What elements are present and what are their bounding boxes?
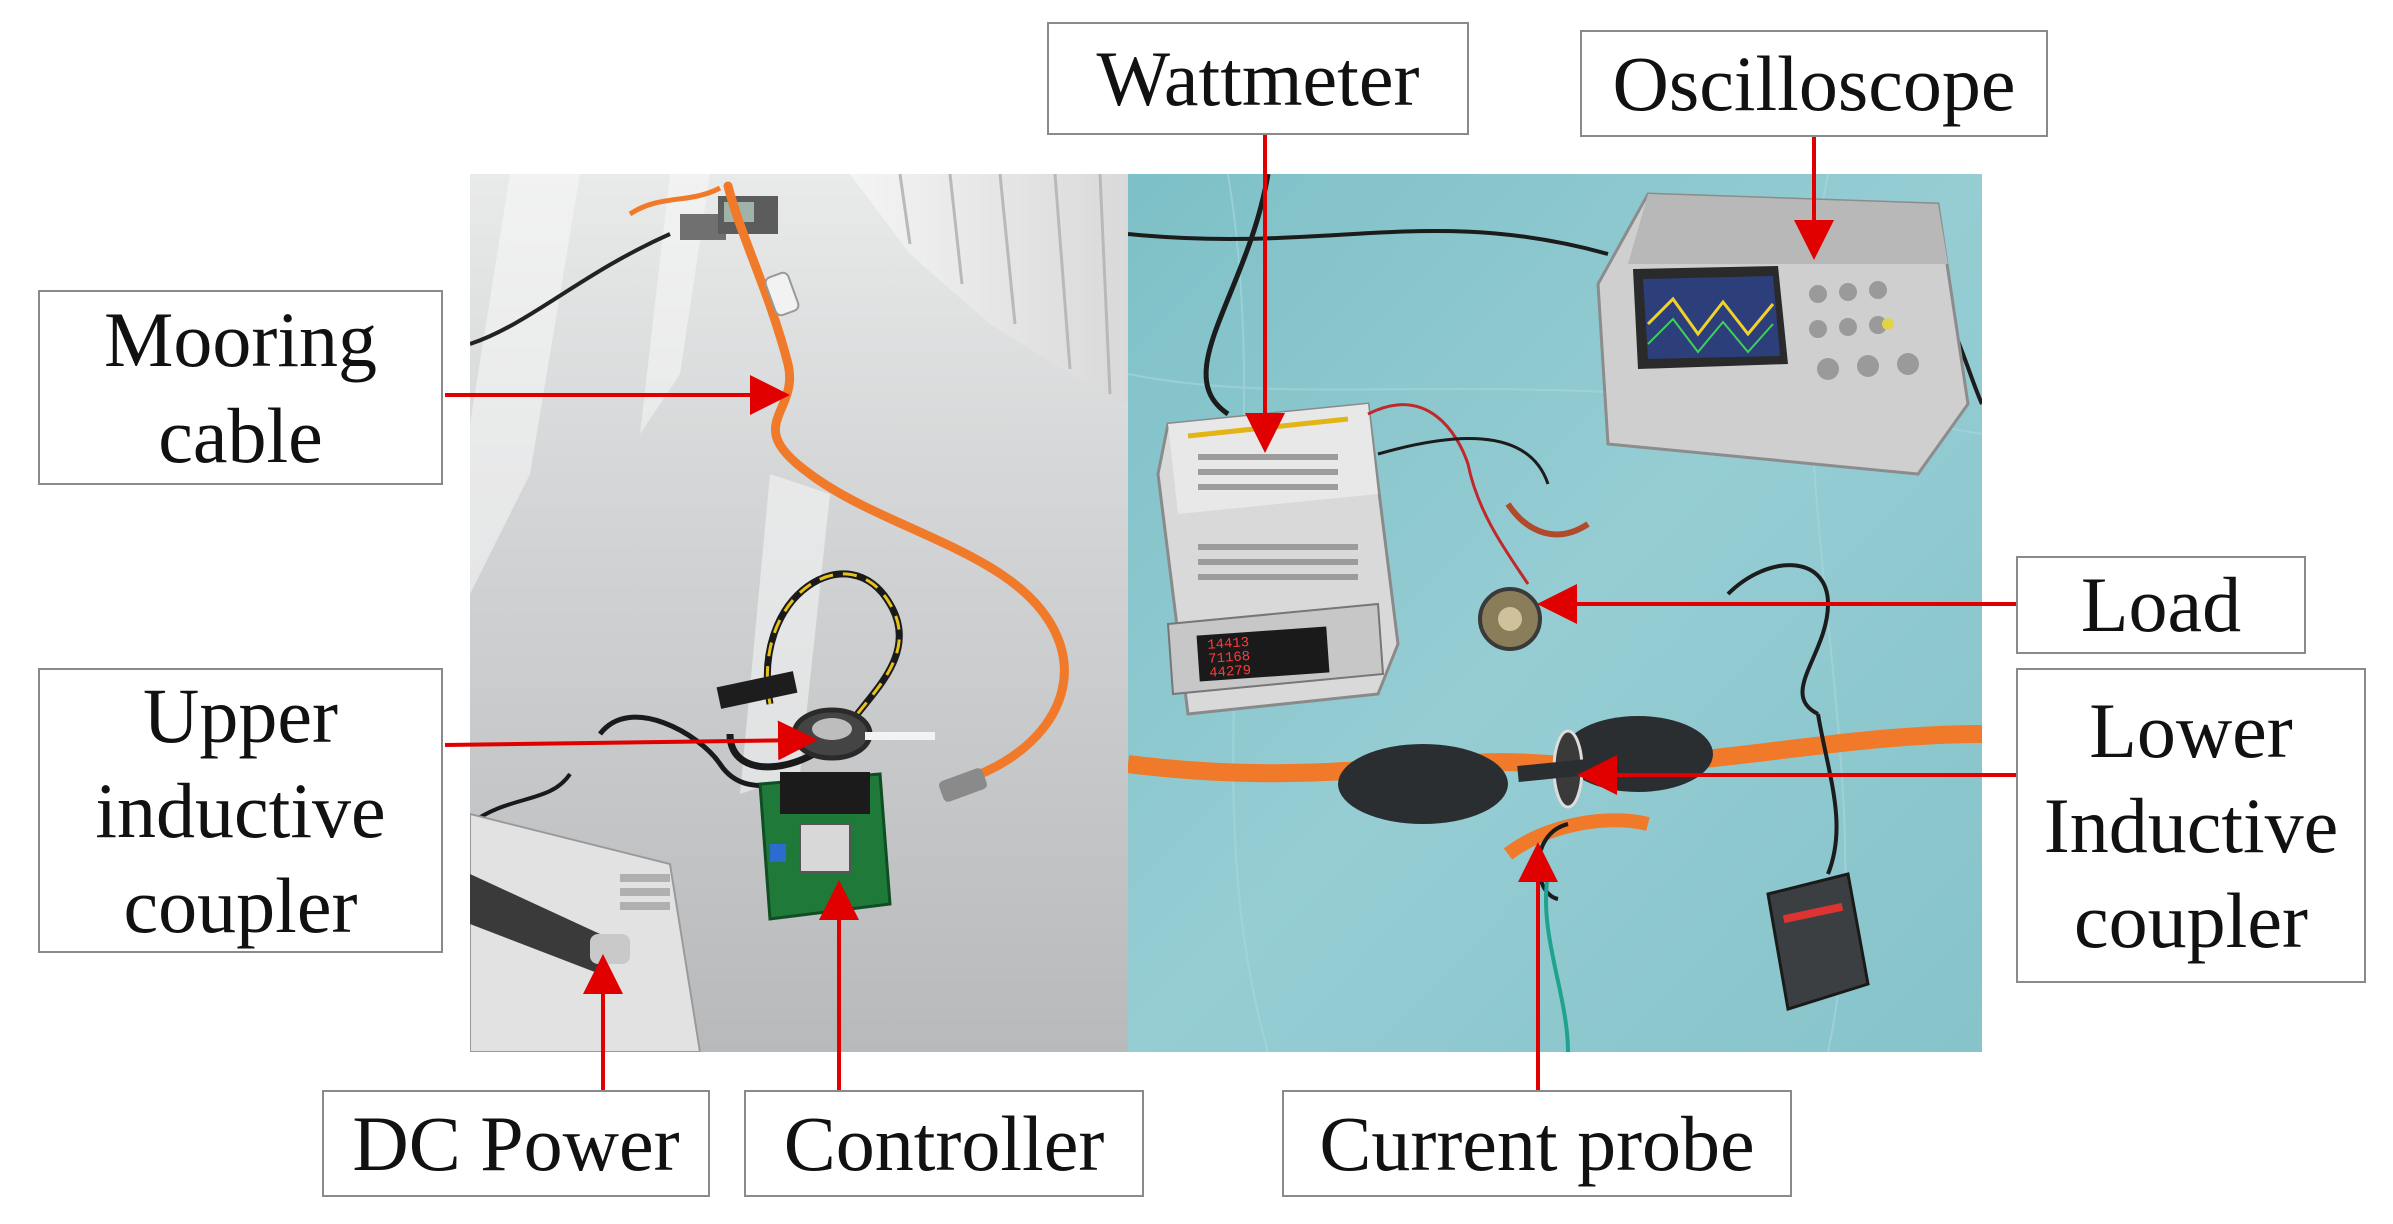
label-dc-power: DC Power (322, 1090, 710, 1197)
label-oscilloscope: Oscilloscope (1580, 30, 2048, 137)
label-load-text: Load (2080, 561, 2242, 649)
label-lower-inductive-coupler-line-3: coupler (2074, 877, 2308, 965)
right-photo-illustration: 14413 71168 44279 (1128, 174, 1982, 1052)
label-wattmeter-text: Wattmeter (1096, 34, 1420, 122)
wattmeter-readout-2: 71168 (1208, 649, 1251, 668)
label-controller: Controller (744, 1090, 1144, 1197)
label-upper-inductive-coupler-line-2: inductive (95, 766, 386, 854)
label-lower-inductive-coupler-line-2: Inductive (2043, 781, 2339, 869)
label-upper-inductive-coupler-line-1: Upper (143, 671, 338, 759)
label-oscilloscope-text: Oscilloscope (1612, 39, 2016, 127)
wattmeter-readout-3: 44279 (1209, 663, 1252, 682)
label-wattmeter: Wattmeter (1047, 22, 1469, 135)
label-current-probe: Current probe (1282, 1090, 1792, 1197)
label-lower-inductive-coupler-line-1: Lower (2089, 686, 2293, 774)
label-upper-inductive-coupler: Upper inductive coupler (38, 668, 443, 953)
wattmeter-readout-1: 14413 (1207, 635, 1250, 654)
label-load: Load (2016, 556, 2306, 654)
right-photo-test-bench: 14413 71168 44279 (1128, 174, 1982, 1052)
label-current-probe-text: Current probe (1319, 1099, 1755, 1187)
label-upper-inductive-coupler-line-3: coupler (123, 862, 358, 950)
label-controller-text: Controller (783, 1099, 1105, 1187)
left-photo-illustration (470, 174, 1128, 1052)
label-mooring-cable: Mooring cable (38, 290, 443, 485)
label-dc-power-text: DC Power (352, 1099, 680, 1187)
label-mooring-cable-line-2: cable (158, 391, 323, 479)
label-lower-inductive-coupler: Lower Inductive coupler (2016, 668, 2366, 983)
label-mooring-cable-line-1: Mooring (104, 296, 377, 384)
left-photo-lab-floor (470, 174, 1128, 1052)
